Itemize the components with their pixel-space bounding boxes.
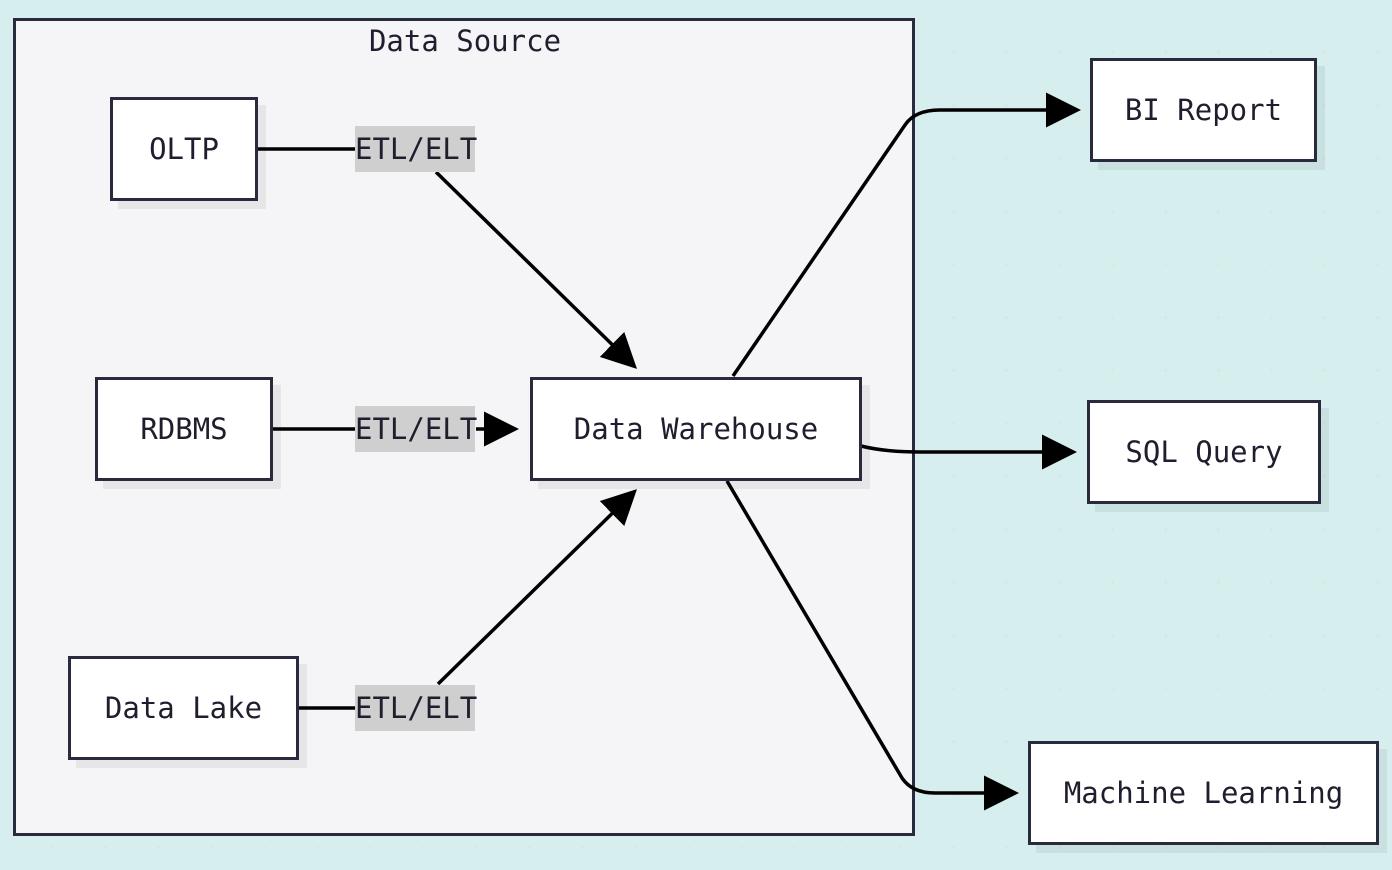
edge-sql-query bbox=[860, 434, 1077, 470]
node-data-lake-label: Data Lake bbox=[104, 691, 263, 725]
edge-label-oltp: ETL/ELT bbox=[355, 126, 477, 172]
edge-oltp-arrow bbox=[434, 170, 638, 369]
node-machine-learning[interactable]: Machine Learning bbox=[1028, 741, 1379, 845]
node-rdbms-label: RDBMS bbox=[140, 412, 228, 446]
node-bi-report-label: BI Report bbox=[1124, 93, 1283, 127]
node-oltp-label: OLTP bbox=[149, 132, 219, 166]
node-rdbms[interactable]: RDBMS bbox=[95, 377, 273, 481]
node-data-warehouse[interactable]: Data Warehouse bbox=[530, 377, 862, 481]
edge-datalake-arrow bbox=[436, 489, 638, 686]
edge-label-data-lake: ETL/ELT bbox=[355, 685, 477, 731]
node-machine-learning-label: Machine Learning bbox=[1063, 776, 1344, 810]
node-data-warehouse-label: Data Warehouse bbox=[573, 412, 819, 446]
edge-machine-learning bbox=[725, 480, 1019, 811]
edge-bi-report bbox=[731, 92, 1081, 377]
node-data-lake[interactable]: Data Lake bbox=[68, 656, 299, 760]
node-bi-report[interactable]: BI Report bbox=[1090, 58, 1317, 162]
data-source-title: Data Source bbox=[368, 24, 562, 58]
edge-label-rdbms: ETL/ELT bbox=[355, 406, 477, 452]
node-oltp[interactable]: OLTP bbox=[110, 97, 258, 201]
node-sql-query[interactable]: SQL Query bbox=[1087, 400, 1321, 504]
node-sql-query-label: SQL Query bbox=[1125, 435, 1283, 469]
